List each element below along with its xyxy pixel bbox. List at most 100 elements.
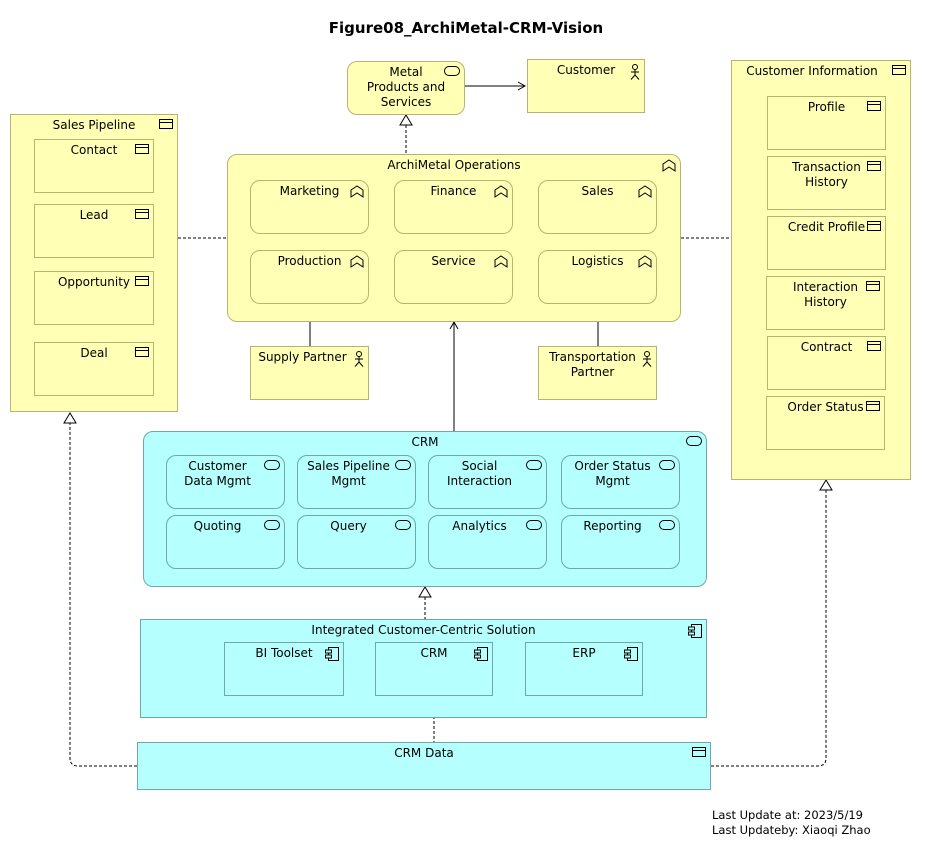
realization-arrowhead-custinfo [819,479,833,491]
operation-label: Sales [581,184,614,198]
crm-service-sales-pipeline-mgmt[interactable]: Sales Pipeline Mgmt [297,455,416,509]
custinfo-item-label: Order Status [787,400,864,414]
custinfo-item-order-status[interactable]: Order Status [766,396,885,450]
metal-products-label: Metal Products and Services [366,65,446,109]
arrowhead-operations [449,320,459,330]
custinfo-item-label: Credit Profile [787,220,866,234]
operation-finance[interactable]: Finance [394,180,513,234]
pipeline-item-opportunity[interactable]: Opportunity [34,271,154,325]
actor-icon [354,351,364,367]
pipeline-item-label: Deal [80,346,108,360]
application-component-icon [688,624,702,638]
business-object-icon [135,276,149,286]
business-object-icon [135,144,149,154]
crm-service-label: Analytics [452,519,507,533]
component-bi-toolset[interactable]: BI Toolset [224,642,344,696]
crm-service-order-status-mgmt[interactable]: Order Status Mgmt [561,455,680,509]
application-component-icon [474,647,488,661]
operations-title: ArchiMetal Operations [387,158,521,172]
operation-production[interactable]: Production [250,250,369,304]
crm-data-object[interactable]: CRM Data [137,742,711,790]
crm-service-query[interactable]: Query [297,515,416,569]
custinfo-item-label: Transaction History [792,160,861,189]
operation-marketing[interactable]: Marketing [250,180,369,234]
custinfo-item-label: Profile [807,100,846,114]
customer-label: Customer [556,63,616,77]
crm-data-title: CRM Data [394,746,454,760]
actor-icon [630,64,640,80]
operation-sales[interactable]: Sales [538,180,657,234]
crm-service-label: Sales Pipeline Mgmt [307,459,390,488]
crm-service-reporting[interactable]: Reporting [561,515,680,569]
business-function-icon [350,255,364,268]
custinfo-item-label: Contract [800,340,853,354]
integrated-solution-title: Integrated Customer-Centric Solution [311,623,536,637]
crm-service-label: Social Interaction [446,459,513,488]
component-label: BI Toolset [255,646,313,660]
business-object-icon [135,347,149,357]
customer-information-title: Customer Information [746,64,878,78]
application-service-icon [526,520,542,530]
crm-services-title: CRM [411,435,439,449]
pipeline-item-deal[interactable]: Deal [34,342,154,396]
pipeline-item-contact[interactable]: Contact [34,139,154,193]
metal-products-service[interactable]: Metal Products and Services [347,61,465,115]
supply-partner-label: Supply Partner [258,350,347,364]
custinfo-item-transaction-history[interactable]: Transaction History [767,156,886,210]
business-object-icon [867,101,881,111]
custinfo-item-credit-profile[interactable]: Credit Profile [767,216,886,270]
application-service-icon [395,520,411,530]
custinfo-item-contract[interactable]: Contract [767,336,886,390]
transportation-partner-actor[interactable]: Transportation Partner [538,346,657,400]
crm-service-analytics[interactable]: Analytics [428,515,547,569]
realization-arrowhead-products [399,114,413,126]
sales-pipeline-title: Sales Pipeline [52,118,136,132]
crm-service-social-interaction[interactable]: Social Interaction [428,455,547,509]
operation-logistics[interactable]: Logistics [538,250,657,304]
realization-arrowhead-crm [418,586,432,598]
business-function-icon [350,185,364,198]
business-function-icon [662,159,676,172]
application-service-icon [659,460,675,470]
crm-service-customer-data-mgmt[interactable]: Customer Data Mgmt [166,455,285,509]
component-crm[interactable]: CRM [375,642,493,696]
business-function-icon [638,255,652,268]
business-object-icon [159,119,173,129]
component-label: CRM [420,646,448,660]
last-update-by-text: Last Updateby: Xiaoqi Zhao [712,823,871,837]
application-service-icon [264,520,280,530]
application-service-icon [526,460,542,470]
business-object-icon [135,209,149,219]
component-erp[interactable]: ERP [525,642,643,696]
business-object-icon [867,341,881,351]
application-service-icon [659,520,675,530]
actor-icon [642,351,652,367]
application-component-icon [624,647,638,661]
business-function-icon [494,185,508,198]
business-object-icon [866,401,880,411]
operation-label: Marketing [279,184,340,198]
transportation-partner-label: Transportation Partner [549,350,636,379]
custinfo-item-profile[interactable]: Profile [767,96,886,150]
realization-arrowhead-pipeline [63,412,77,424]
crm-service-quoting[interactable]: Quoting [166,515,285,569]
crm-service-label: Quoting [193,519,242,533]
arrowhead-customer [517,81,527,91]
business-object-icon [867,161,881,171]
customer-actor[interactable]: Customer [527,59,645,113]
custinfo-item-label: Interaction History [792,280,859,309]
supply-partner-actor[interactable]: Supply Partner [250,346,369,400]
pipeline-item-lead[interactable]: Lead [34,204,154,258]
operation-label: Logistics [571,254,624,268]
pipeline-item-label: Lead [79,208,109,222]
application-service-icon [264,460,280,470]
business-object-icon [892,65,906,75]
business-service-icon [444,66,460,76]
operation-service[interactable]: Service [394,250,513,304]
operation-label: Service [431,254,476,268]
last-update-text: Last Update at: 2023/5/19 [712,808,863,822]
operation-label: Production [277,254,342,268]
business-object-icon [866,281,880,291]
custinfo-item-interaction-history[interactable]: Interaction History [766,276,885,330]
component-label: ERP [572,646,596,660]
